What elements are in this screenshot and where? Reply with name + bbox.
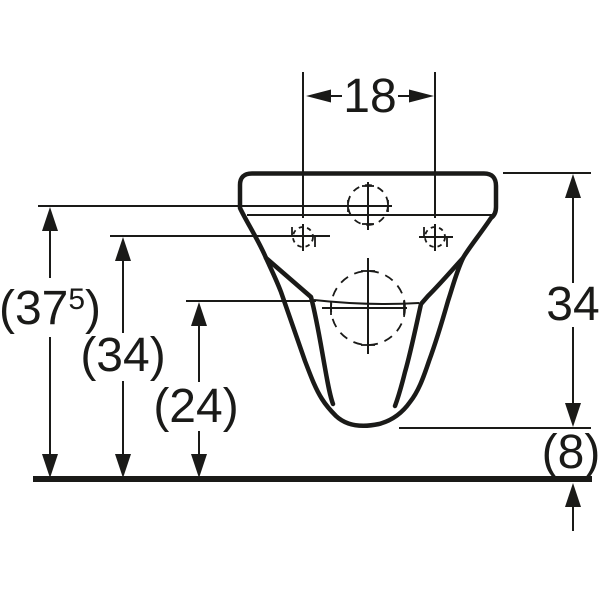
dim-label-fixing-height: (34) [80, 329, 165, 382]
arrowhead-up-under-floor [565, 483, 581, 507]
arrowhead-up [191, 302, 207, 326]
extension-lines [38, 72, 591, 429]
dim-supply-height: (375) [0, 207, 101, 478]
arrowhead-down [565, 403, 581, 427]
arrowhead-left [306, 89, 331, 103]
dim-label-part: ) [85, 282, 101, 335]
dim-label-hole-spacing: 18 [343, 70, 396, 123]
supply-connection [347, 182, 389, 230]
arrowhead-right [409, 89, 434, 103]
arrowhead-down [191, 454, 207, 478]
arrowhead-down [42, 454, 58, 478]
dim-label-rim-to-bottom: 34 [546, 278, 599, 331]
dim-label-outlet-height: (24) [153, 380, 238, 433]
dim-label-superscript: 5 [68, 283, 85, 316]
arrowhead-up [42, 207, 58, 231]
toilet-outer-silhouette [237, 171, 499, 428]
arrowhead-down [115, 454, 131, 478]
fixing-hole-left [291, 224, 316, 251]
toilet-inner-right [392, 255, 466, 409]
dim-bottom-clearance: (8) [542, 426, 600, 531]
fixing-hole-right [419, 224, 453, 251]
dim-label-part: (37 [0, 282, 68, 335]
toilet-inner-left [263, 255, 336, 407]
dim-label-supply-height: (375) [0, 282, 101, 335]
outlet-connection [322, 258, 407, 354]
dim-fixing-height: (34) [80, 237, 166, 478]
dim-hole-spacing: 18 [306, 70, 434, 123]
dim-outlet-height: (24) [153, 302, 239, 478]
toilet-outline [237, 171, 499, 428]
arrowhead-up [115, 237, 131, 261]
dim-rim-to-bottom: 34 [546, 174, 600, 427]
arrowhead-up [565, 174, 581, 198]
dim-label-bottom-clearance: (8) [542, 426, 600, 479]
